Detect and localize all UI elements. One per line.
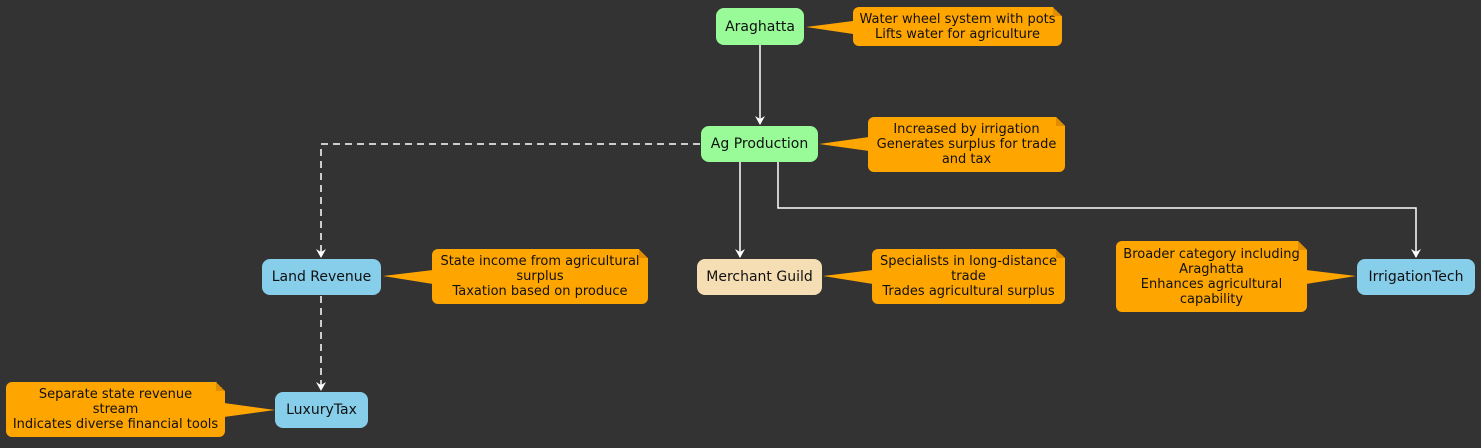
note-merchant-guild: Specialists in long-distance trade Trade… (872, 249, 1065, 304)
note-line: Araghatta (1179, 261, 1244, 277)
note-pointer-merchantguild (823, 270, 873, 284)
edge-agproduction-to-irrigationtech (777, 162, 1421, 258)
note-fold-corner (1056, 117, 1065, 126)
node-luxury-tax[interactable]: LuxuryTax (275, 392, 368, 428)
note-line: Enhances agricultural (1140, 276, 1283, 292)
note-line: Separate state revenue (38, 387, 193, 402)
note-line: Indicates diverse financial tools (12, 417, 219, 432)
note-line: State income from agricultural (440, 254, 640, 269)
note-pointer-araghatta (806, 21, 853, 34)
note-irrigation-tech: Broader category including Araghatta Enh… (1116, 241, 1307, 312)
note-line: surplus (516, 269, 564, 284)
node-merchant-guild[interactable]: Merchant Guild (697, 259, 822, 295)
note-line: Increased by irrigation (893, 122, 1040, 137)
note-line: Broader category including (1123, 246, 1300, 262)
note-line: Water wheel system with pots (859, 11, 1056, 27)
note-line: Generates surplus for trade (876, 137, 1057, 152)
note-pointer-landrevenue (383, 270, 433, 284)
note-fold-corner (1298, 241, 1307, 250)
note-land-revenue: State income from agricultural surplus T… (432, 249, 648, 304)
node-irrigation-tech[interactable]: IrrigationTech (1357, 259, 1475, 295)
note-line: Specialists in long-distance (879, 254, 1058, 269)
note-fold-corner (1056, 249, 1065, 258)
node-ag-production[interactable]: Ag Production (701, 126, 818, 162)
note-fold-corner (216, 382, 225, 391)
note-ag-production: Increased by irrigation Generates surplu… (868, 117, 1065, 172)
note-fold-corner (639, 249, 648, 258)
note-pointer-luxurytax (224, 403, 275, 417)
note-line: Trades agricultural surplus (882, 284, 1055, 299)
node-araghatta[interactable]: Araghatta (716, 8, 804, 45)
note-line: and tax (941, 152, 992, 167)
note-luxury-tax: Separate state revenue stream Indicates … (6, 382, 225, 437)
note-pointer-agproduction (819, 137, 869, 151)
edge-agproduction-to-landrevenue (316, 143, 700, 258)
note-pointer-irrigationtech (1306, 270, 1356, 284)
note-line: trade (951, 269, 986, 284)
note-line: Taxation based on produce (452, 284, 628, 299)
note-line: capability (1179, 291, 1244, 307)
node-land-revenue[interactable]: Land Revenue (262, 259, 381, 295)
note-line: stream (92, 402, 139, 417)
note-fold-corner (1053, 7, 1062, 16)
note-araghatta: Water wheel system with pots Lifts water… (853, 7, 1062, 46)
note-line: Lifts water for agriculture (875, 26, 1040, 42)
